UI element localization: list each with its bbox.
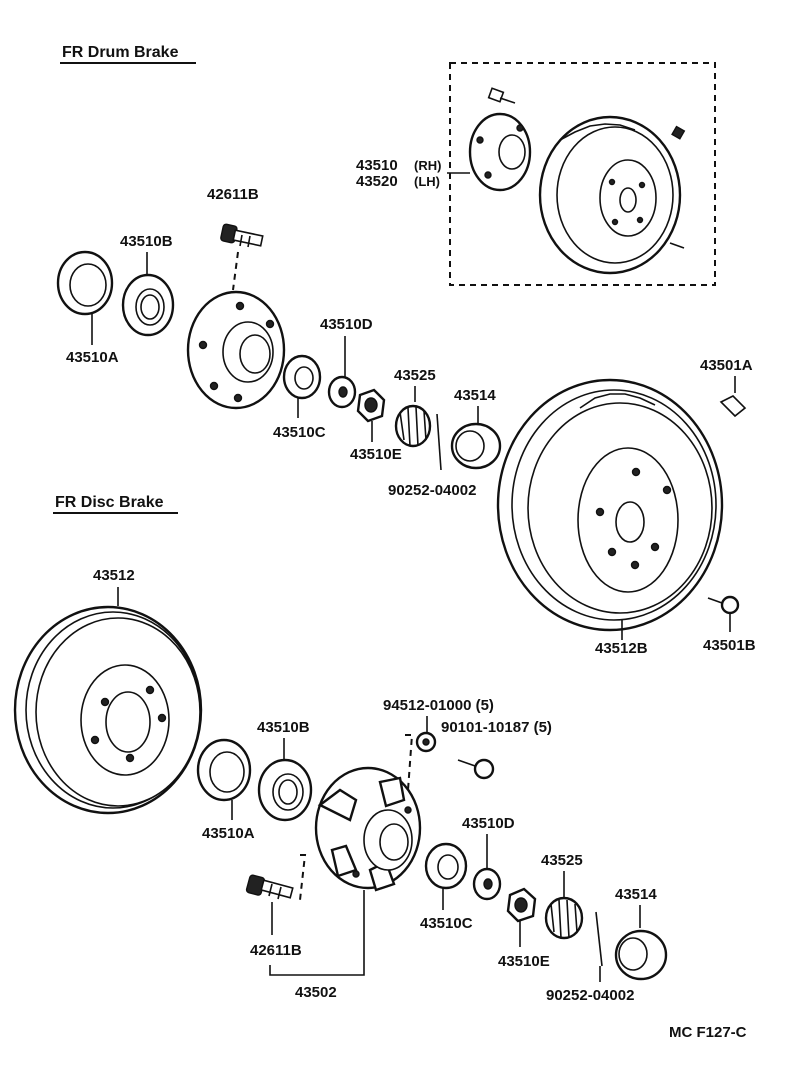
hub-disc: [314, 766, 422, 892]
label-43510C-drum: 43510C: [273, 424, 326, 441]
label-43520-side: (LH): [414, 174, 440, 189]
label-43501A: 43501A: [700, 357, 753, 374]
label-43512B: 43512B: [595, 640, 648, 657]
inner-bearing-drum: [282, 354, 322, 400]
grease-cap-drum: [450, 422, 502, 470]
nut-drum: [356, 388, 386, 423]
figure-code: MC F127-C: [669, 1024, 747, 1041]
outer-bearing-disc: [257, 758, 313, 822]
label-43501B: 43501B: [703, 637, 756, 654]
inset-hub-drum-assembly: [468, 87, 686, 275]
label-90252-drum: 90252-04002: [388, 482, 476, 499]
grease-cap-disc: [614, 929, 668, 981]
label-43510C-disc: 43510C: [420, 915, 473, 932]
leader-dash-hub-bolt: [299, 854, 307, 901]
label-43514-drum: 43514: [454, 387, 496, 404]
brake-drum: [496, 378, 724, 632]
drum-assembly-inset-box: [449, 62, 716, 286]
cotter-pin-drum: [436, 413, 442, 471]
outer-bearing-drum: [121, 273, 175, 337]
label-43525-drum: 43525: [394, 367, 436, 384]
cotter-pin-disc: [595, 911, 603, 967]
oil-seal-disc: [196, 738, 252, 802]
washer-drum: [327, 375, 357, 409]
label-43510D-drum: 43510D: [320, 316, 373, 333]
oil-seal-drum: [56, 250, 114, 316]
nut-lock-cap-disc: [544, 896, 584, 940]
label-42611B-disc: 42611B: [250, 942, 302, 959]
label-43510B-disc: 43510B: [257, 719, 310, 736]
leader-43502: [269, 890, 365, 976]
label-94512: 94512-01000 (5): [383, 697, 494, 714]
nut-disc: [506, 887, 537, 923]
label-43510-side: (RH): [414, 158, 441, 173]
washer-94512-icon: [415, 731, 437, 753]
bolt-90101-icon: [457, 758, 495, 780]
hub-drum: [186, 290, 286, 410]
nut-lock-cap-drum: [394, 404, 432, 448]
inset-screw-icon: [669, 242, 685, 249]
washer-disc: [472, 867, 502, 901]
hub-bolt-icon-disc: [245, 874, 294, 900]
label-43514-disc: 43514: [615, 886, 657, 903]
label-43510A-drum: 43510A: [66, 349, 119, 366]
leader-42611B-drum: [232, 251, 239, 291]
drum-brake-section-title: FR Drum Brake: [62, 44, 179, 61]
label-42611B-drum: 42611B: [207, 186, 259, 203]
drum-screw-43501B-icon: [707, 595, 740, 615]
label-90101: 90101-10187 (5): [441, 719, 552, 736]
label-43510B-drum: 43510B: [120, 233, 173, 250]
clip-43501A-icon: [719, 395, 747, 418]
label-43510A-disc: 43510A: [202, 825, 255, 842]
disc-brake-section-title: FR Disc Brake: [55, 494, 164, 511]
label-90252-disc: 90252-04002: [546, 987, 634, 1004]
label-43512: 43512: [93, 567, 135, 584]
inset-bolt-icon: [487, 87, 516, 104]
label-43510E-disc: 43510E: [498, 953, 550, 970]
inset-clip-icon: [671, 125, 686, 140]
label-43520: 43520: [356, 173, 398, 190]
label-43510: 43510: [356, 157, 398, 174]
label-43510E-drum: 43510E: [350, 446, 402, 463]
hub-bolt-icon-drum: [220, 223, 264, 248]
label-43525-disc: 43525: [541, 852, 583, 869]
disc-rotor: [13, 605, 203, 815]
label-43502: 43502: [295, 984, 337, 1001]
leader-dash-caliper-bolt: [405, 734, 414, 791]
label-43510D-disc: 43510D: [462, 815, 515, 832]
inner-bearing-disc: [424, 842, 468, 890]
